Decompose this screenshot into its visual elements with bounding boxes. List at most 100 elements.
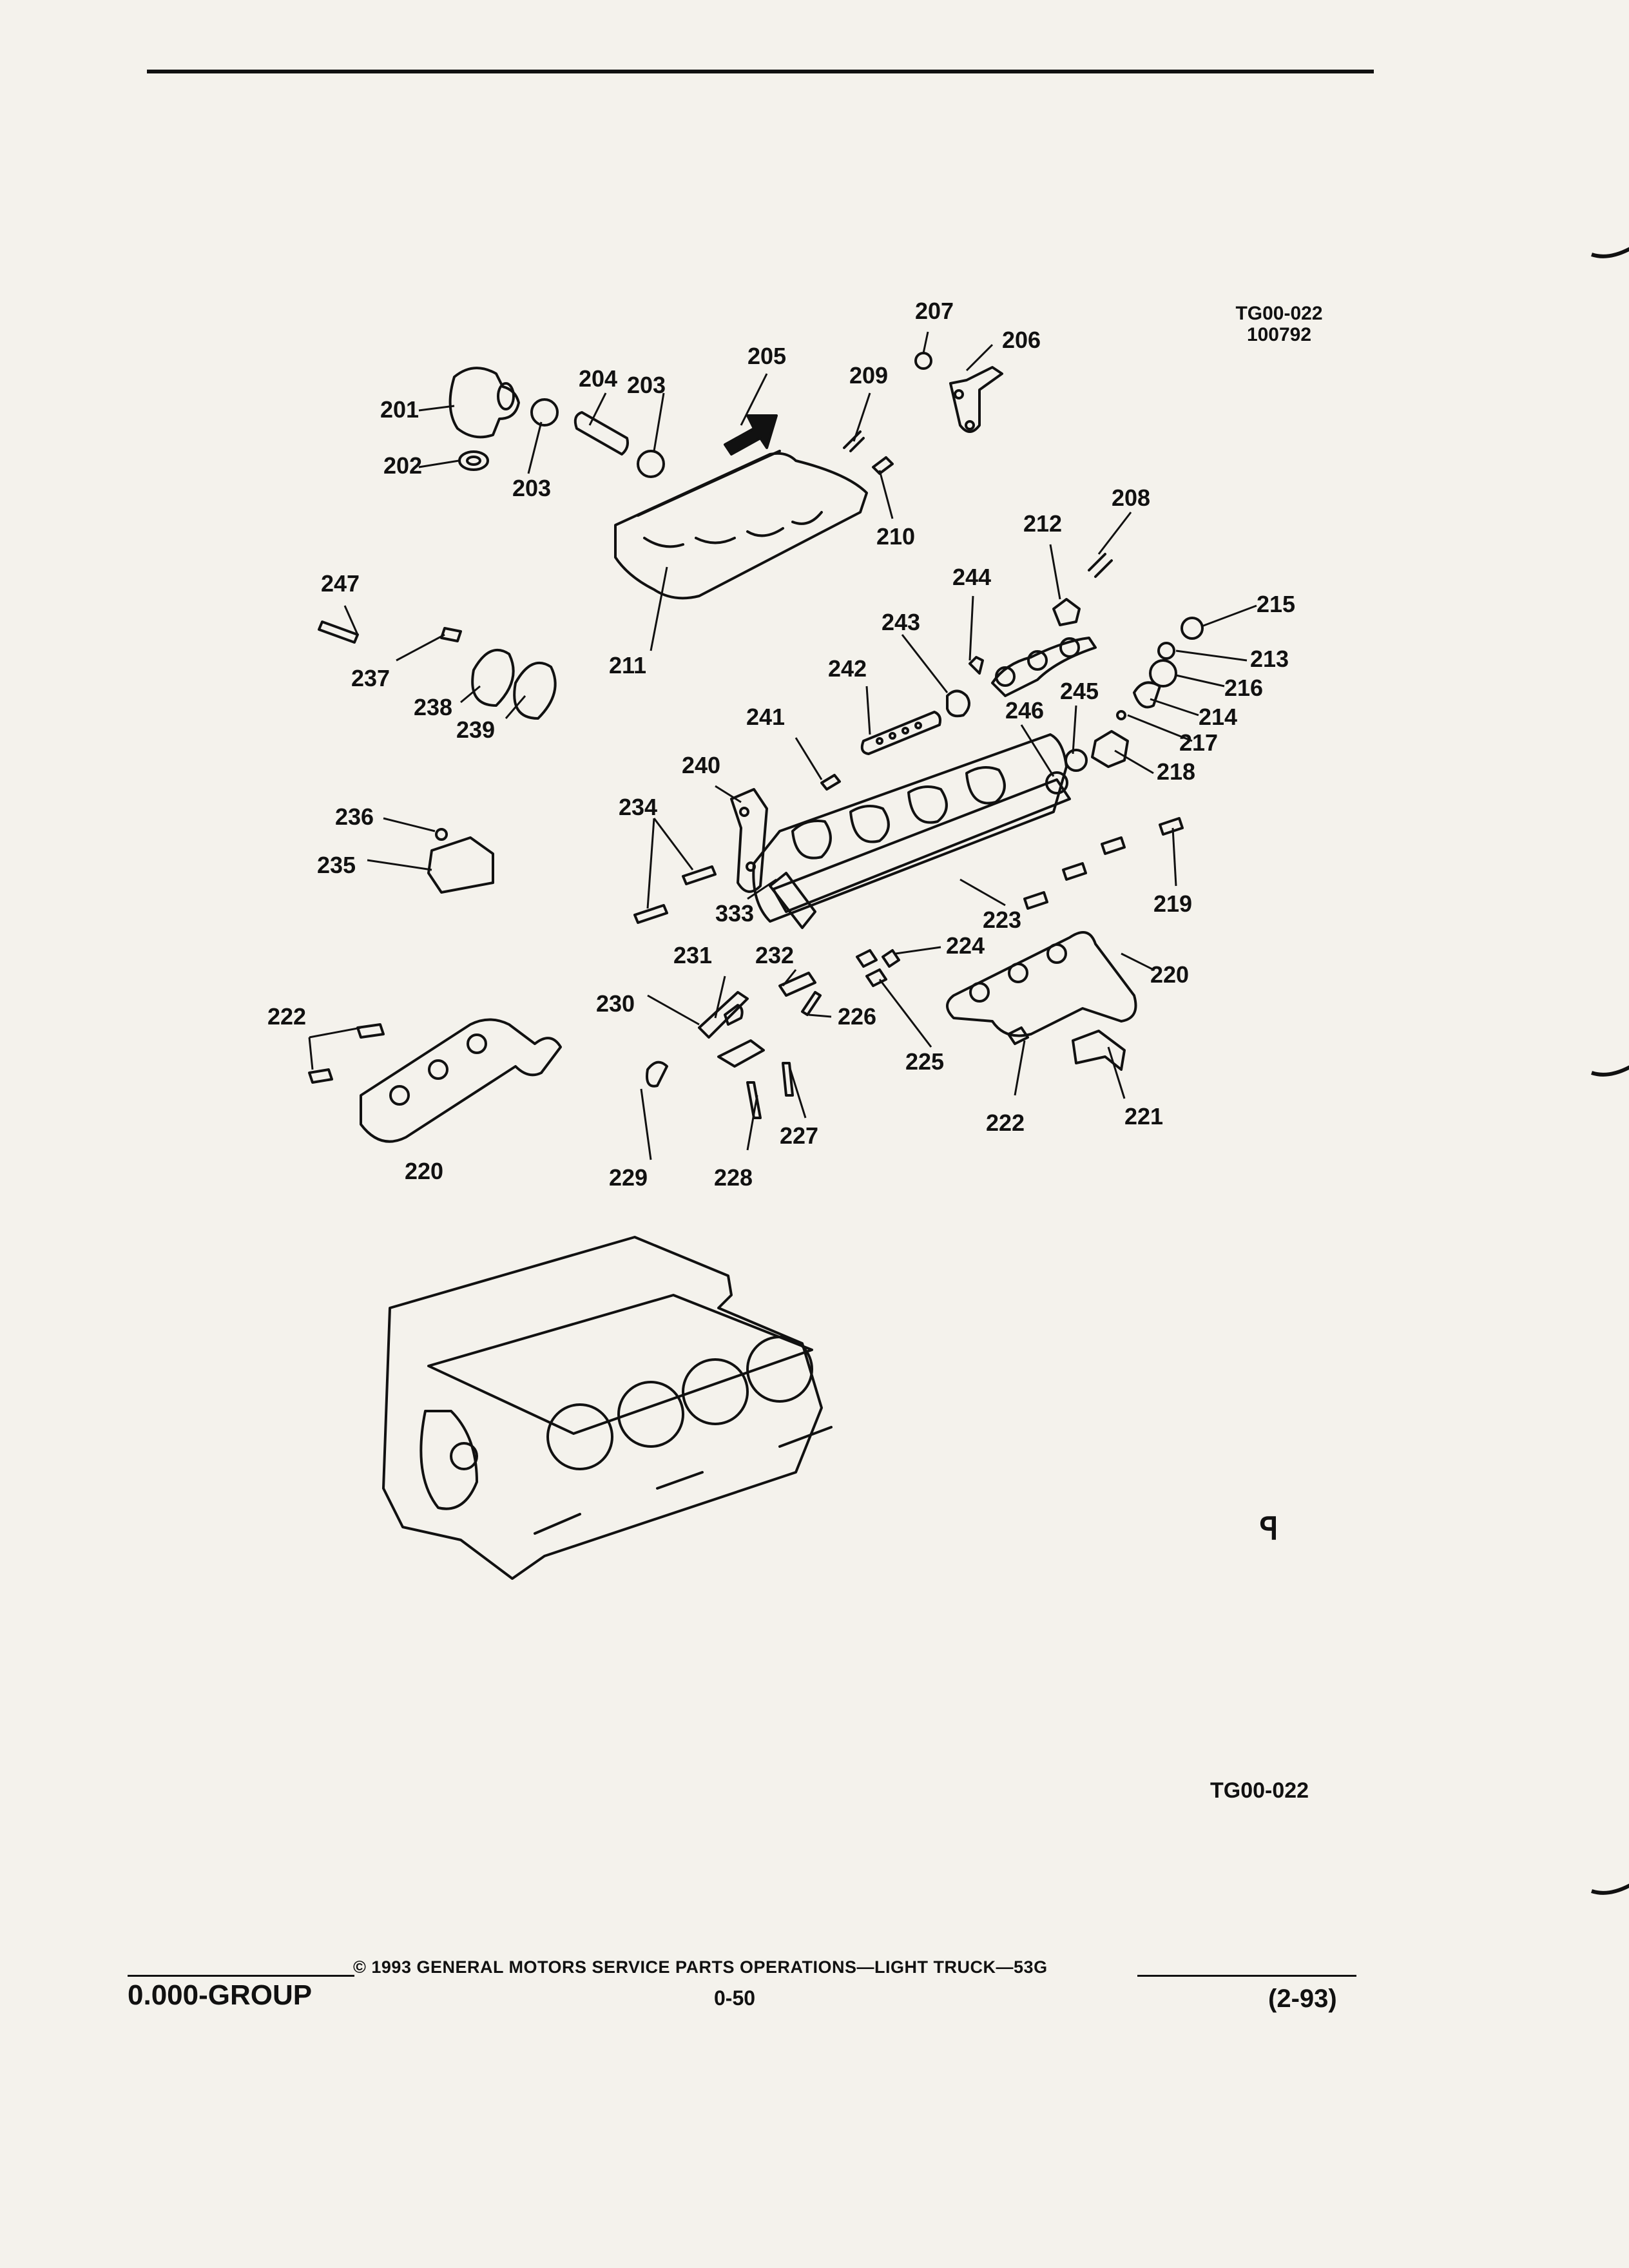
engine-block-part (382, 1236, 833, 1580)
callout-247: 247 (321, 570, 360, 597)
callout-222: 222 (267, 1003, 306, 1030)
callout-242: 242 (828, 655, 867, 682)
callout-214: 214 (1199, 704, 1237, 730)
callout-215: 215 (1257, 591, 1295, 617)
nut-part (969, 656, 984, 675)
tube-bracket-part (724, 1004, 744, 1026)
copyright-line: © 1993 GENERAL MOTORS SERVICE PARTS OPER… (353, 1957, 1048, 1977)
callout-208: 208 (1112, 485, 1150, 511)
group-label: 0.000-GROUP (128, 1979, 313, 2011)
callout-224: 224 (946, 932, 985, 959)
callout-232: 232 (755, 942, 794, 968)
fitting-part (1159, 817, 1184, 836)
callout-246: 246 (1005, 697, 1044, 724)
callout-217: 217 (1179, 729, 1218, 756)
bolt-part (820, 774, 841, 791)
valve-keeper-part (1181, 617, 1204, 640)
callout-230: 230 (596, 990, 635, 1017)
figure-caption: TG00-022 (1210, 1778, 1309, 1803)
valve-cap-part (1157, 642, 1175, 660)
bolt-part (356, 1023, 385, 1039)
callout-205: 205 (747, 343, 786, 369)
su-symbol: ꟼ (1260, 1512, 1278, 1546)
sensor-housing-part (427, 836, 494, 894)
callout-244: 244 (952, 564, 991, 590)
callout-227: 227 (780, 1122, 818, 1149)
callout-237: 237 (351, 665, 390, 691)
callout-223: 223 (983, 907, 1021, 933)
callout-204: 204 (579, 365, 617, 392)
callout-213: 213 (1250, 646, 1289, 672)
heat-shield-part (1072, 1030, 1126, 1071)
bolt-part (856, 949, 878, 968)
callout-234: 234 (619, 794, 657, 820)
revision-date: (2-93) (1268, 1984, 1337, 2013)
callout-216: 216 (1224, 675, 1263, 701)
valve-rotator-part (1149, 659, 1177, 687)
pushrod-guide-part (946, 689, 970, 718)
callout-239: 239 (456, 716, 495, 743)
callout-229: 229 (609, 1164, 648, 1191)
callout-221: 221 (1124, 1103, 1163, 1129)
callout-207: 207 (915, 298, 954, 324)
callout-209: 209 (849, 362, 888, 389)
bracket-part (730, 788, 768, 893)
footer-rule-right (1137, 1975, 1356, 1977)
callout-226: 226 (838, 1003, 876, 1030)
valve-seal-part (1116, 710, 1126, 720)
thermostat-housing-part (448, 367, 520, 439)
callout-240: 240 (682, 752, 720, 778)
gasket-part (513, 661, 557, 720)
bolt-part (1088, 553, 1113, 578)
callout-210: 210 (876, 523, 915, 550)
callout-218: 218 (1157, 758, 1195, 785)
stud-part (843, 430, 865, 452)
callout-231: 231 (673, 942, 712, 968)
bracket-part (717, 1039, 765, 1068)
valve-spring-part (1091, 730, 1129, 768)
callout-228: 228 (714, 1164, 753, 1191)
gasket-part (471, 648, 515, 707)
callout-203: 203 (512, 475, 551, 501)
callout-202: 202 (383, 452, 422, 479)
stud-part (318, 620, 359, 644)
figure-code: TG00-022 (1235, 303, 1323, 324)
callout-220: 220 (1150, 961, 1189, 988)
pin-part (801, 991, 822, 1016)
bolt-part (782, 1062, 794, 1097)
head-gasket-part (769, 872, 816, 929)
hose-clamp-part (530, 398, 559, 427)
stud-part (633, 904, 668, 924)
valve-retainer-part (1133, 681, 1161, 709)
page-number: 0-50 (714, 1986, 756, 2010)
callout-219: 219 (1153, 890, 1192, 917)
cylinder-head-part (752, 733, 1071, 923)
callout-243: 243 (882, 609, 920, 635)
nut-part (882, 949, 900, 968)
callout-201: 201 (380, 396, 419, 423)
valve-cover-part (614, 450, 868, 600)
callout-245: 245 (1060, 678, 1099, 704)
callout-211: 211 (609, 652, 646, 678)
nut-part (435, 828, 448, 841)
plug-part (646, 1061, 668, 1088)
callout-225: 225 (905, 1048, 944, 1075)
bracket-part (949, 366, 1003, 433)
callout-222: 222 (986, 1110, 1025, 1136)
dipstick-tube-part (698, 991, 749, 1039)
figure-code-block: TG00-022 100792 (1205, 303, 1353, 345)
exhaust-manifold-left-part (360, 1018, 562, 1143)
callout-238: 238 (414, 694, 452, 720)
bolt-part (746, 1081, 762, 1119)
callout-220: 220 (405, 1158, 443, 1184)
callout-236: 236 (335, 803, 374, 830)
footer-rule-left (128, 1975, 354, 1977)
callout-212: 212 (1023, 510, 1062, 537)
rocker-support-part (1052, 598, 1081, 626)
callout-241: 241 (746, 704, 785, 730)
callout-206: 206 (1002, 327, 1041, 353)
bolt-part (1007, 1026, 1029, 1045)
